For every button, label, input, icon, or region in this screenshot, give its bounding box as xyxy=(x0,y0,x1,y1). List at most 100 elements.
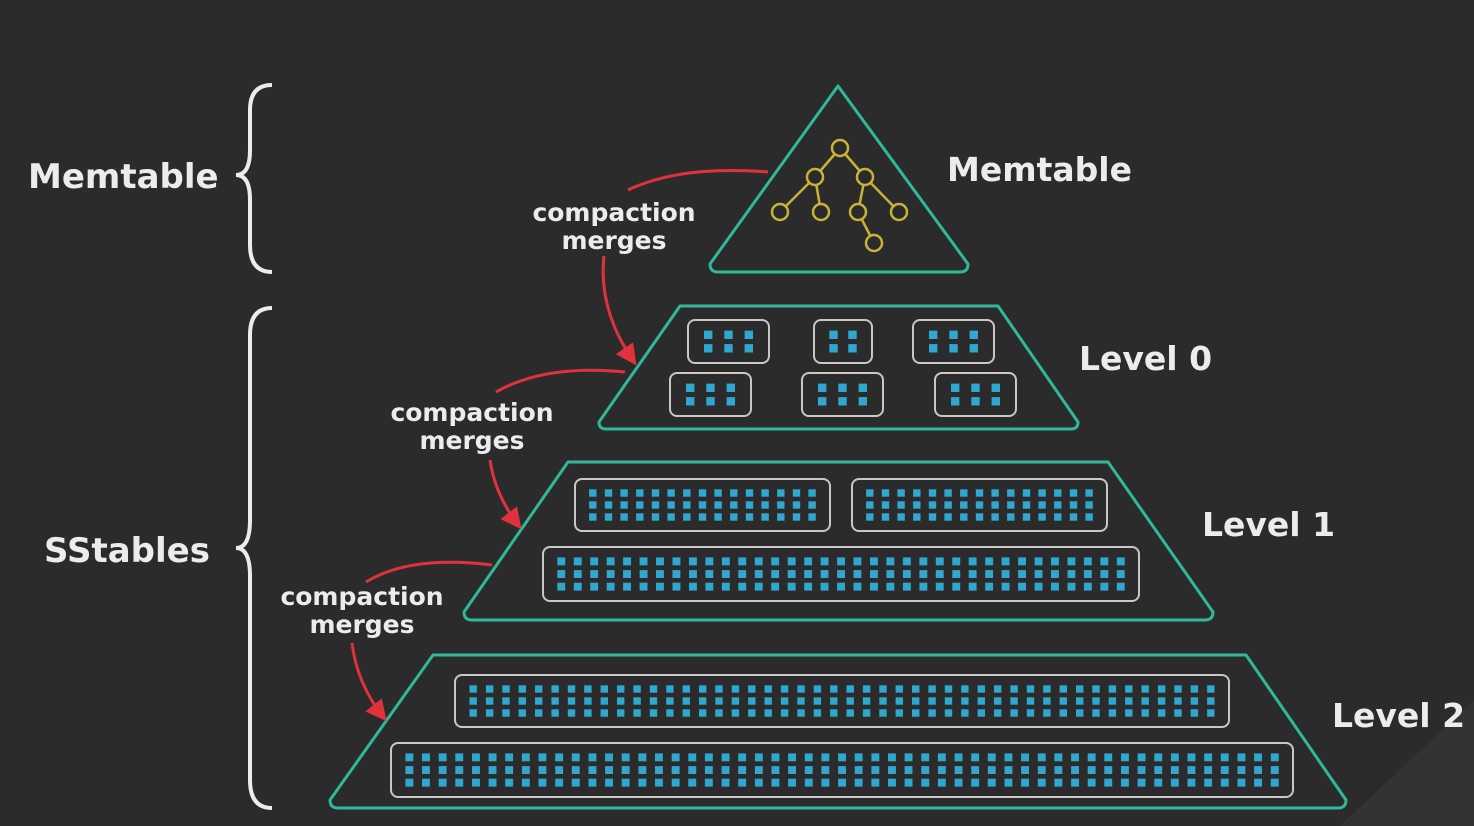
sstable-cell xyxy=(1204,778,1213,787)
sstable-cell xyxy=(1254,753,1262,762)
sstable-cell xyxy=(1121,766,1129,774)
sstable-cell xyxy=(897,513,905,521)
sstable-cell xyxy=(1034,582,1043,591)
sstable-cell xyxy=(1069,501,1078,509)
sstable-cell xyxy=(1092,709,1100,717)
sstable-cell xyxy=(904,753,913,762)
tree-node xyxy=(848,202,868,222)
sstable-cell xyxy=(590,557,599,566)
sstable-cell xyxy=(551,709,559,717)
sstable-cell xyxy=(1054,489,1062,497)
sstable-cell xyxy=(975,489,984,497)
sstable-cell xyxy=(1083,582,1092,591)
sstable-cell xyxy=(846,697,854,705)
sstable-cell xyxy=(838,766,846,774)
sstable-cell xyxy=(821,753,830,762)
sstable-cell xyxy=(975,513,984,521)
sstable-cell xyxy=(881,489,890,497)
sstable-cell xyxy=(1207,697,1215,705)
sstable-outline xyxy=(574,478,831,532)
sstable-cell xyxy=(485,709,494,717)
sstable-cell xyxy=(888,753,896,762)
sstable-cell xyxy=(1076,709,1084,717)
compaction-label-line2: merges xyxy=(561,226,666,255)
sstable-cell xyxy=(1071,778,1079,787)
sstable-cell xyxy=(1043,685,1051,693)
sstable-cell xyxy=(804,582,813,591)
memtable-brace xyxy=(235,83,273,274)
sstable-cell xyxy=(971,778,980,787)
sstable-cell xyxy=(714,513,722,521)
sstable-cell xyxy=(1054,513,1062,521)
level1-sstable-block xyxy=(851,478,1108,532)
sstable-cell xyxy=(721,570,730,578)
sstable-cell xyxy=(1059,697,1067,705)
sstable-cell xyxy=(1038,513,1046,521)
sstable-cell xyxy=(777,513,785,521)
sstable-cell xyxy=(820,557,829,566)
sstable-cell xyxy=(730,513,738,521)
sstable-cell xyxy=(895,697,903,705)
compaction-arrow xyxy=(350,560,493,718)
sstable-cell xyxy=(813,685,822,693)
sstable-cell xyxy=(862,709,871,717)
sstable-cell xyxy=(1085,501,1093,509)
sstable-cell xyxy=(1010,697,1018,705)
sstable-cell xyxy=(571,753,580,762)
sstable-cell xyxy=(683,501,691,509)
sstable-cell xyxy=(538,766,547,774)
sstable-cell xyxy=(1174,697,1182,705)
sstable-cell xyxy=(655,778,663,787)
sstable-cell xyxy=(838,383,847,392)
sstable-cell xyxy=(971,397,980,406)
sstable-cell xyxy=(944,709,953,717)
sstable-cell xyxy=(639,582,648,591)
sstable-cell xyxy=(1116,570,1125,578)
sstable-cell xyxy=(830,697,838,705)
sstable-cell xyxy=(1067,557,1076,566)
sstable-cell xyxy=(1204,766,1213,774)
sstable-cell xyxy=(1116,582,1125,591)
sstable-cell xyxy=(929,344,938,353)
sstable-cell xyxy=(721,557,730,566)
sstable-cell xyxy=(535,685,543,693)
sstable-cell xyxy=(1022,489,1031,497)
sstable-cell xyxy=(754,753,763,762)
sstable-cell xyxy=(738,582,747,591)
sstable-cell xyxy=(991,501,999,509)
sstable-cell xyxy=(639,557,648,566)
sstable-cell xyxy=(846,685,854,693)
sstable-cell xyxy=(656,557,664,566)
sstable-cell xyxy=(951,397,960,406)
sstable-cell xyxy=(623,582,631,591)
sstable-cell xyxy=(969,344,978,353)
tree-node xyxy=(830,138,850,158)
sstable-cell xyxy=(928,709,936,717)
sstable-cell xyxy=(804,778,813,787)
sstable-cell xyxy=(1187,766,1196,774)
sstable-cell xyxy=(704,778,713,787)
sstable-cell xyxy=(838,778,846,787)
sstable-cell xyxy=(866,513,874,521)
sstables-brace xyxy=(235,306,273,810)
sstable-cell xyxy=(605,753,613,762)
sstable-cell xyxy=(1141,709,1149,717)
sstable-cell xyxy=(1021,766,1029,774)
sstable-cell xyxy=(829,344,838,353)
sstable-cell xyxy=(971,753,980,762)
sstable-cell xyxy=(937,766,946,774)
sstable-cell xyxy=(797,685,805,693)
sstable-cell xyxy=(422,766,430,774)
sstable-cell xyxy=(705,557,714,566)
sstable-cell xyxy=(1157,697,1166,705)
sstable-cell xyxy=(672,570,681,578)
sstable-cell xyxy=(895,685,903,693)
level2-label: Level 2 xyxy=(1332,696,1465,735)
sstable-cell xyxy=(771,753,780,762)
sstable-cell xyxy=(731,697,740,705)
sstable-cell xyxy=(848,330,857,339)
sstable-cell xyxy=(1220,753,1229,762)
sstable-cell xyxy=(895,709,903,717)
sstable-cell xyxy=(1085,489,1093,497)
sstable-cell xyxy=(731,685,740,693)
